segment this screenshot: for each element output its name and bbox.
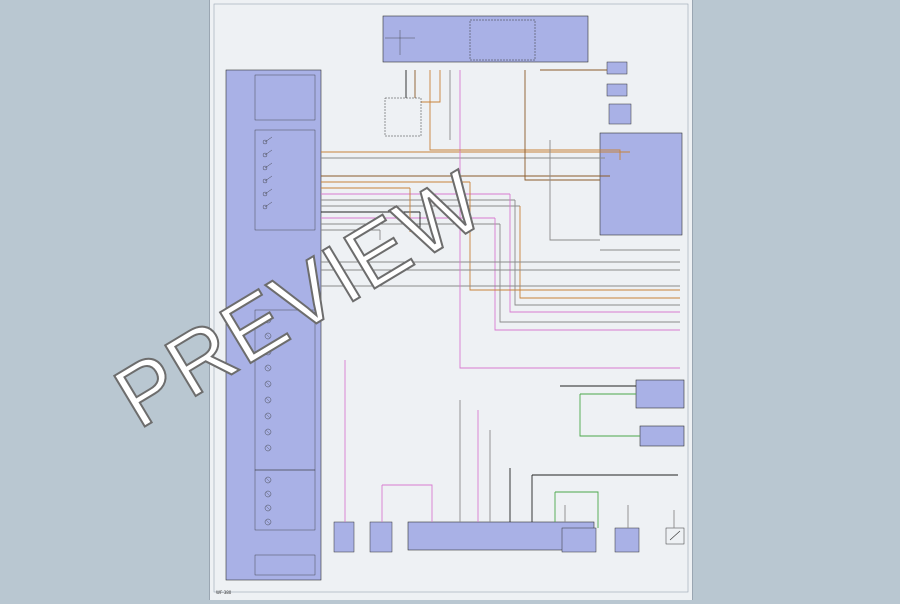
lamp-symbol (264, 504, 272, 512)
lamp-symbol (264, 444, 272, 452)
right-module-small-2 (606, 83, 628, 97)
right-module-large (599, 132, 683, 236)
wire (579, 394, 640, 437)
lamp-symbol (265, 413, 271, 419)
lamp-symbol (264, 380, 272, 388)
switch-symbols (262, 136, 273, 210)
right-module-lower-2 (639, 425, 685, 447)
right-module-small-3 (608, 103, 632, 125)
lamp-symbol (265, 317, 271, 323)
switch-symbol (264, 188, 273, 195)
wire (494, 218, 680, 331)
top-control-module (382, 15, 589, 63)
wire (509, 194, 680, 313)
switch-symbol (262, 204, 268, 210)
lamp-symbol (265, 477, 271, 483)
relay-box (384, 97, 422, 137)
switch-symbol (262, 152, 268, 158)
wire (514, 200, 680, 306)
lamp-symbol (265, 397, 271, 403)
switch-symbol (264, 175, 273, 182)
switch-symbol (262, 191, 268, 197)
bottom-modules (333, 521, 685, 553)
switch-symbol (264, 136, 273, 143)
wire (555, 491, 599, 528)
lamp-symbol (264, 348, 272, 356)
lamp-symbol (265, 491, 271, 497)
lamp-symbol (265, 429, 271, 435)
lamp-symbol (265, 505, 271, 511)
wire (549, 140, 600, 241)
lamp-symbol (265, 519, 271, 525)
switch-symbol (264, 162, 273, 169)
right-module-lower-1 (635, 379, 685, 409)
lamp-symbols (264, 316, 272, 526)
lamp-symbol (265, 365, 271, 371)
right-module-small-1 (606, 61, 628, 75)
wire (421, 70, 441, 103)
switch-symbol (262, 139, 268, 145)
lamp-symbol (264, 316, 272, 324)
lamp-symbol (264, 490, 272, 498)
switch-symbol (264, 149, 273, 156)
lamp-symbol (264, 412, 272, 420)
lamp-symbol (265, 349, 271, 355)
wiring-diagram (213, 3, 689, 593)
lamp-symbol (265, 445, 271, 451)
instrument-cluster-module (225, 69, 322, 581)
lamp-symbol (265, 333, 271, 339)
wiring-diagram-sheet: WF-380 (209, 0, 693, 600)
lamp-symbol (265, 381, 271, 387)
switch-symbol (262, 178, 268, 184)
sheet-code: WF-380 (216, 590, 232, 595)
wire (382, 484, 433, 522)
lamp-symbol (264, 518, 272, 526)
wire (459, 70, 680, 369)
lamp-symbol (264, 364, 272, 372)
lamp-symbol (264, 332, 272, 340)
lamp-symbol (264, 476, 272, 484)
wire (499, 224, 680, 323)
wire (524, 70, 600, 181)
lamp-symbol (264, 396, 272, 404)
wire (519, 206, 680, 299)
switch-symbol (264, 201, 273, 208)
switch-symbol (262, 165, 268, 171)
lamp-symbol (264, 428, 272, 436)
wires (321, 69, 680, 528)
wire (469, 182, 680, 291)
